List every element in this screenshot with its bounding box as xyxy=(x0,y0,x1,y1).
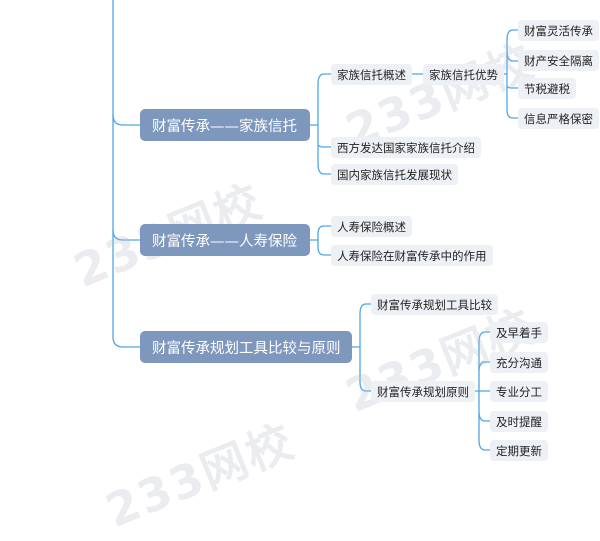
node-confidentiality[interactable]: 信息严格保密 xyxy=(518,108,599,129)
trunk-to-branch-1 xyxy=(112,114,140,126)
mindmap-connectors xyxy=(112,0,518,451)
node-tax-saving[interactable]: 节税避税 xyxy=(518,78,576,99)
node-full-communication[interactable]: 充分沟通 xyxy=(490,352,548,373)
node-family-trust-overview[interactable]: 家族信托概述 xyxy=(331,64,412,85)
branch-node-family-trust[interactable]: 财富传承——家族信托 xyxy=(140,109,310,141)
node-western-family-trust[interactable]: 西方发达国家家族信托介绍 xyxy=(331,137,481,158)
node-life-insurance-overview[interactable]: 人寿保险概述 xyxy=(331,216,412,237)
principle-spine xyxy=(473,331,490,451)
branch-2-spine xyxy=(310,225,331,256)
branch-node-life-insurance[interactable]: 财富传承——人寿保险 xyxy=(140,224,310,256)
branch-3-spine xyxy=(352,303,371,392)
trunk-line xyxy=(112,0,140,348)
node-life-insurance-role[interactable]: 人寿保险在财富传承中的作用 xyxy=(331,245,493,266)
node-professional-division[interactable]: 专业分工 xyxy=(490,381,548,402)
node-planning-principles[interactable]: 财富传承规划原则 xyxy=(371,381,475,402)
branch-1-spine xyxy=(310,73,331,175)
node-flexible-inheritance[interactable]: 财富灵活传承 xyxy=(518,20,599,41)
branch-node-tool-comparison[interactable]: 财富传承规划工具比较与原则 xyxy=(140,331,352,363)
node-family-trust-advantage[interactable]: 家族信托优势 xyxy=(423,64,504,85)
node-asset-isolation[interactable]: 财产安全隔离 xyxy=(518,50,599,71)
node-domestic-family-trust[interactable]: 国内家族信托发展现状 xyxy=(331,164,458,185)
node-early-start[interactable]: 及早着手 xyxy=(490,322,548,343)
trunk-to-branch-2 xyxy=(112,229,140,241)
node-timely-reminder[interactable]: 及时提醒 xyxy=(490,411,548,432)
node-regular-update[interactable]: 定期更新 xyxy=(490,440,548,461)
node-tool-comparison[interactable]: 财富传承规划工具比较 xyxy=(371,294,498,315)
